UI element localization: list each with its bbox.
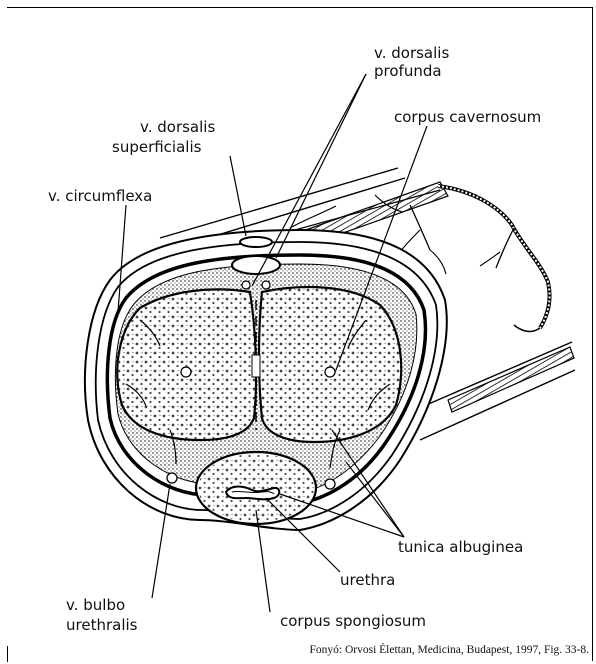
dorsal-artery-right bbox=[262, 281, 270, 289]
label-corpus-cavernosum: corpus cavernosum bbox=[394, 108, 541, 126]
v-bulbo-urethralis-vessel-right bbox=[325, 479, 335, 489]
label-v-bulbo-urethralis: v. bulbo urethralis bbox=[66, 596, 138, 634]
label-v-dorsalis-profunda-line2: profunda bbox=[374, 62, 442, 80]
dorsal-artery-left bbox=[242, 281, 250, 289]
v-bulbo-urethralis-vessel-left bbox=[167, 473, 177, 483]
figure-caption: Fonyó: Orvosi Élettan, Medicina, Budapes… bbox=[284, 644, 589, 656]
label-v-bulbo-urethralis-line1: v. bulbo bbox=[66, 596, 125, 614]
v-dorsalis-profunda-vessel bbox=[232, 256, 280, 274]
label-v-dorsalis-profunda-line1: v. dorsalis bbox=[374, 44, 449, 62]
label-urethra: urethra bbox=[340, 571, 395, 589]
label-v-dorsalis-superficialis-line2: superficialis bbox=[112, 138, 202, 156]
deep-artery-left bbox=[181, 367, 191, 377]
label-v-dorsalis-superficialis: v. dorsalis superficialis bbox=[112, 118, 215, 156]
label-corpus-spongiosum: corpus spongiosum bbox=[280, 612, 426, 630]
label-v-dorsalis-profunda: v. dorsalis profunda bbox=[374, 44, 449, 80]
label-v-circumflexa: v. circumflexa bbox=[48, 187, 152, 205]
label-v-dorsalis-superficialis-line1: v. dorsalis bbox=[140, 118, 215, 136]
v-dorsalis-superficialis-vessel bbox=[240, 237, 272, 247]
label-v-bulbo-urethralis-line2: urethralis bbox=[66, 616, 138, 634]
label-tunica-albuginea: tunica albuginea bbox=[398, 538, 523, 556]
deep-artery-right bbox=[325, 367, 335, 377]
